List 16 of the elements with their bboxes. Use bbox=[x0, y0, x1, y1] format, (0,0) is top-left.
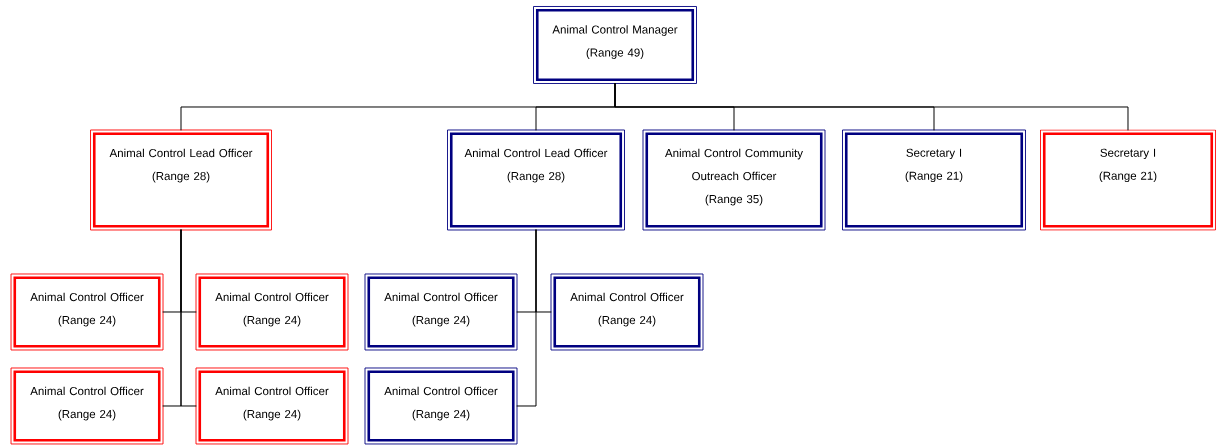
position-box: Animal Control Officer (Range 24) bbox=[195, 367, 349, 445]
position-box: Secretary I (Range 21) bbox=[842, 129, 1026, 231]
connector-line bbox=[614, 82, 1129, 131]
position-box: Animal Control Officer (Range 24) bbox=[364, 367, 518, 445]
connector-line bbox=[516, 229, 537, 407]
position-box: Animal Control Officer (Range 24) bbox=[10, 367, 164, 445]
position-box: Animal Control Officer (Range 24) bbox=[550, 273, 704, 351]
position-box: Animal Control Officer (Range 24) bbox=[10, 273, 164, 351]
position-box: Animal Control Lead Officer (Range 28) bbox=[447, 129, 625, 231]
position-box: Animal Control Community Outreach Officer (Range 35) bbox=[642, 129, 826, 231]
position-box: Secretary I (Range 21) bbox=[1040, 129, 1216, 231]
position-box: Animal Control Officer (Range 24) bbox=[195, 273, 349, 351]
position-box: Animal Control Manager (Range 49) bbox=[533, 6, 697, 84]
position-box: Animal Control Lead Officer (Range 28) bbox=[90, 129, 272, 231]
position-box: Animal Control Officer (Range 24) bbox=[364, 273, 518, 351]
connector-line bbox=[180, 229, 197, 407]
